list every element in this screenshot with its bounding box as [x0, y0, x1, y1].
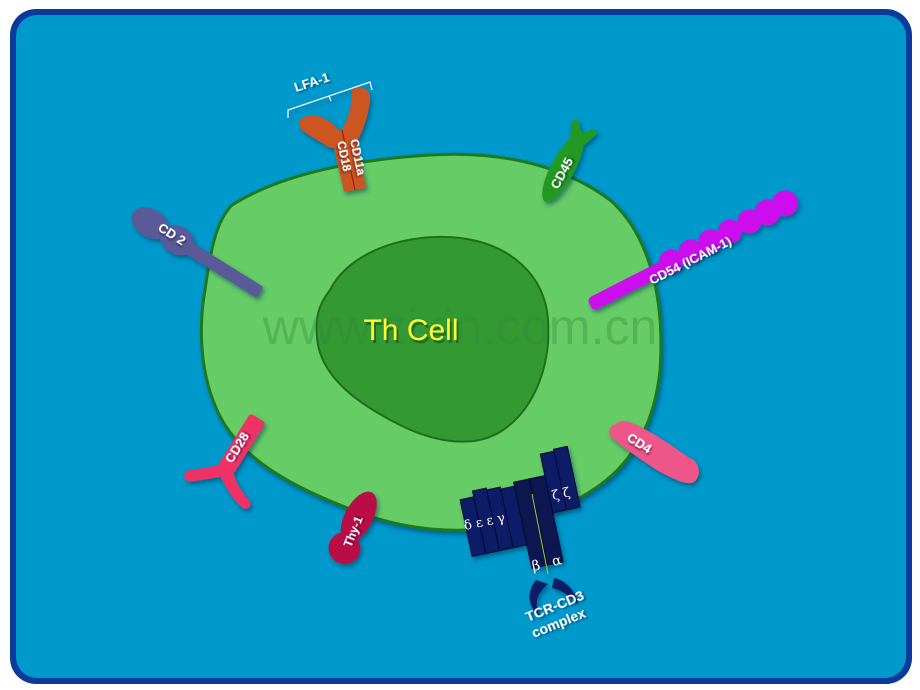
molecule-lfa1 — [287, 81, 373, 192]
cell-title-shadow: Th Cell — [365, 317, 460, 350]
watermark-text: www.zixin.com.cn — [262, 299, 658, 355]
molecule-cd54 — [588, 190, 799, 310]
tcr-zeta-label: ζ ζ — [551, 485, 572, 503]
molecule-cd2 — [131, 207, 263, 298]
tcr-beta-label: β — [531, 558, 542, 575]
molecule-cd28 — [184, 414, 265, 509]
molecule-thy1 — [328, 491, 377, 565]
lfa1-bracket — [287, 81, 373, 118]
molecule-cd45 — [542, 119, 597, 203]
tcr-variable-arms — [529, 578, 578, 616]
cell-title: Th Cell — [363, 314, 458, 347]
tcr-alpha-label: α — [551, 552, 564, 570]
tcr-divider — [531, 493, 549, 575]
lfa1-divider — [341, 129, 356, 191]
lfa1-cd18-label: CD18 — [334, 140, 354, 173]
nucleus — [315, 235, 550, 443]
molecule-tcr-cd3 — [459, 445, 581, 616]
molecule-cd4 — [609, 421, 699, 484]
